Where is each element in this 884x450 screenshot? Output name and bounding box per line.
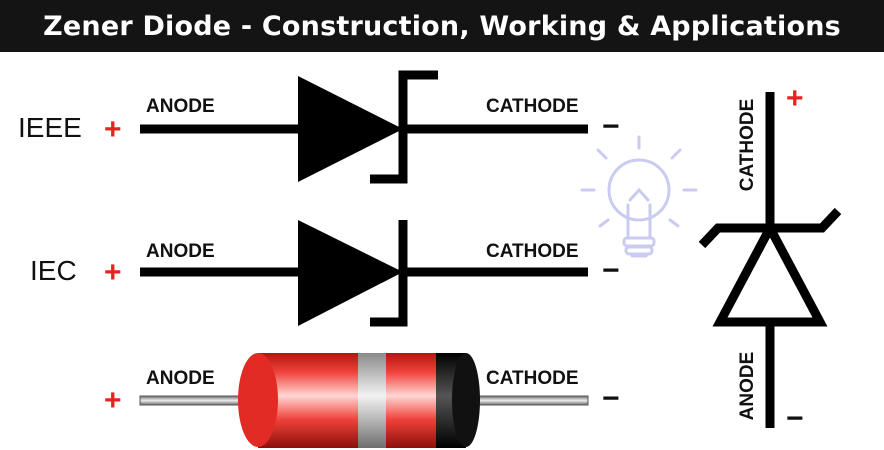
iec-plus-sign: + (104, 256, 122, 289)
zener-component (139, 353, 589, 448)
vertical-zener-symbol (698, 92, 842, 428)
lightbulb-icon (580, 135, 698, 258)
component-gray-band (358, 353, 386, 448)
iec-standard-label: IEC (30, 255, 77, 286)
vertical-minus-sign: − (786, 402, 804, 435)
ieee-triangle (298, 76, 403, 182)
component-cathode-wire (461, 395, 589, 406)
vertical-anode-label: ANODE (737, 351, 758, 421)
iec-minus-sign: − (602, 254, 620, 287)
component-right-cap (452, 353, 480, 447)
component-plus-sign: + (104, 384, 122, 417)
vertical-triangle-outline (712, 218, 828, 327)
iec-zener-symbol (140, 220, 588, 327)
component-anode-label: ANODE (146, 368, 215, 389)
page-title: Zener Diode - Construction, Working & Ap… (0, 0, 884, 52)
ieee-minus-sign: − (602, 110, 620, 143)
ieee-anode-label: ANODE (146, 96, 215, 117)
ieee-standard-label: IEEE (18, 112, 82, 143)
ieee-plus-sign: + (104, 113, 122, 146)
vertical-plus-sign: + (786, 82, 804, 115)
component-left-cap (238, 353, 278, 447)
ieee-zener-symbol (140, 70, 588, 184)
ieee-cathode-label: CATHODE (486, 96, 579, 117)
iec-anode-label: ANODE (146, 241, 215, 262)
iec-cathode-bar (370, 220, 408, 327)
iec-cathode-label: CATHODE (486, 241, 579, 262)
vertical-cathode-label: CATHODE (737, 98, 758, 192)
component-cathode-label: CATHODE (486, 368, 579, 389)
component-minus-sign: − (602, 382, 620, 415)
iec-triangle (298, 220, 403, 326)
